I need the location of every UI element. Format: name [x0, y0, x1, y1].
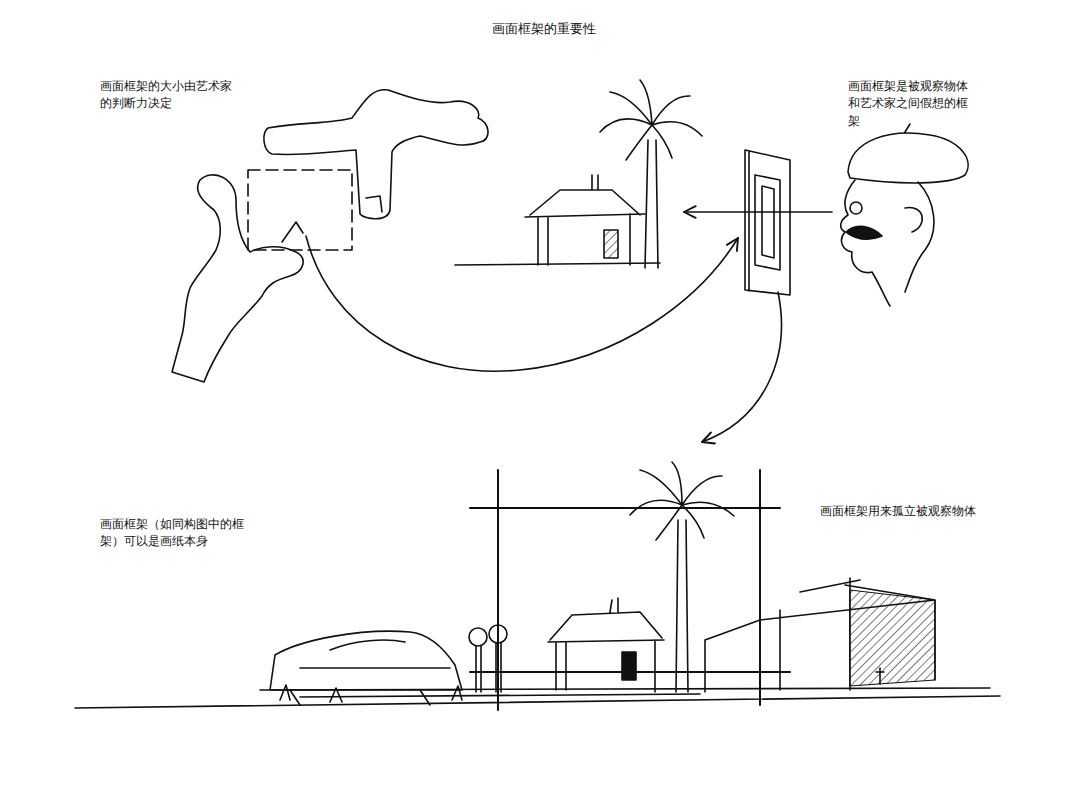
house-door: [622, 652, 636, 680]
horizon-line: [75, 688, 1000, 708]
palm-leaves: [600, 80, 702, 160]
tree-trunk: [476, 643, 501, 692]
left-hand: [172, 175, 303, 382]
palm-leaves: [630, 462, 734, 540]
note-label: 画面框架用来孤立被观察物体: [820, 503, 1020, 520]
right-house: [705, 578, 935, 692]
house: [548, 598, 664, 692]
curved-arrow: [306, 236, 738, 371]
note-label: 画面框架是被观察物体和艺术家之间假想的框架: [848, 78, 974, 130]
ground-line: [455, 263, 660, 265]
house: [525, 175, 645, 265]
grass: [280, 685, 462, 702]
dashed-frame: [248, 170, 352, 250]
sight-arrow: [684, 211, 832, 213]
car: [270, 631, 462, 705]
crop-marks: [470, 470, 790, 710]
note-label: 画面框架的大小由艺术家的判断力决定: [100, 78, 236, 113]
down-arrow: [702, 292, 781, 442]
thumb-nail: [366, 196, 382, 212]
tree-top: [469, 628, 487, 646]
right-hand: [264, 90, 488, 219]
tree-top: [489, 625, 507, 643]
ear: [905, 208, 922, 232]
diagram-title: 画面框架的重要性: [4, 20, 1080, 39]
inner-frame: [755, 175, 780, 270]
face-outline: [841, 180, 934, 306]
picture-plane: [745, 150, 790, 295]
palm-trunk: [676, 520, 688, 692]
palm-trunk: [645, 140, 658, 268]
beret: [848, 124, 968, 183]
house-shadow: [850, 590, 935, 686]
mustache: [846, 226, 882, 239]
note-label: 画面框架（如同构图中的框架）可以是画纸本身: [100, 516, 250, 551]
framed-object: [282, 222, 303, 242]
glasses: [850, 202, 862, 214]
figure: [876, 668, 884, 684]
house-door: [604, 230, 618, 258]
